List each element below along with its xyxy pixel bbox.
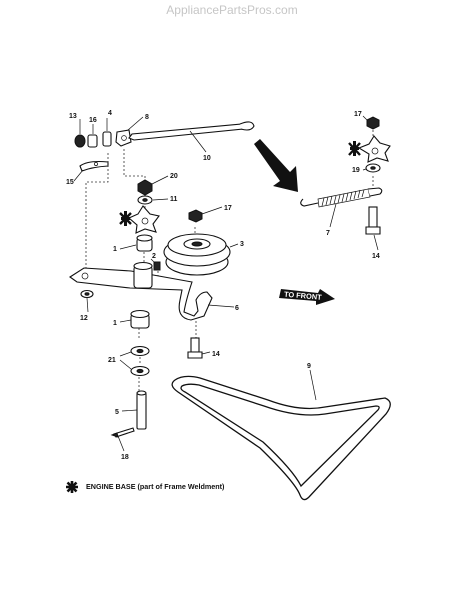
callout-2: 2 bbox=[152, 253, 156, 260]
callout-20: 20 bbox=[170, 173, 178, 180]
engine-base-mount-right bbox=[357, 135, 391, 163]
callout-17-right: 17 bbox=[354, 111, 362, 118]
part-2-fitting bbox=[153, 261, 161, 271]
part-1-bearing-lower bbox=[130, 309, 150, 329]
callout-13: 13 bbox=[69, 113, 77, 120]
callout-21: 21 bbox=[108, 357, 116, 364]
part-16-spacer bbox=[87, 134, 98, 148]
engine-base-mount-center bbox=[127, 205, 160, 234]
part-6-idler-arm bbox=[69, 261, 213, 321]
part-7-spring bbox=[300, 187, 383, 208]
asterisk-marker-right bbox=[348, 141, 361, 156]
part-5-shaft bbox=[136, 390, 147, 430]
part-11-washer bbox=[137, 195, 153, 205]
part-17-nut-center bbox=[188, 209, 203, 223]
to-front-arrow: TO FRONT bbox=[279, 289, 335, 305]
callout-3: 3 bbox=[240, 241, 244, 248]
to-front-label: TO FRONT bbox=[284, 290, 323, 302]
callout-7: 7 bbox=[326, 230, 330, 237]
part-1-bearing-upper bbox=[136, 234, 153, 252]
callout-10: 10 bbox=[203, 155, 211, 162]
callout-14-right: 14 bbox=[372, 253, 380, 260]
assembly-direction-arrow bbox=[254, 139, 298, 192]
callout-19: 19 bbox=[352, 167, 360, 174]
callout-12: 12 bbox=[80, 315, 88, 322]
callout-9: 9 bbox=[307, 363, 311, 370]
callout-6: 6 bbox=[235, 305, 239, 312]
part-19-washer bbox=[365, 163, 381, 173]
part-21-washers bbox=[130, 345, 150, 377]
callout-18: 18 bbox=[121, 454, 129, 461]
part-14-bolt-right bbox=[365, 206, 381, 235]
part-8-bracket bbox=[115, 129, 132, 147]
callout-11: 11 bbox=[170, 196, 178, 203]
callout-5: 5 bbox=[115, 409, 119, 416]
part-4-bushing bbox=[102, 131, 112, 147]
watermark: AppliancePartsPros.com bbox=[166, 3, 298, 17]
callout-15: 15 bbox=[66, 179, 74, 186]
legend-asterisk bbox=[66, 481, 78, 493]
part-18-pin bbox=[110, 427, 135, 438]
part-17-nut-right bbox=[366, 116, 380, 130]
part-13-nut bbox=[74, 134, 86, 148]
callout-1-upper: 1 bbox=[113, 246, 117, 253]
part-15-clip bbox=[79, 160, 109, 172]
asterisk-marker-center-x bbox=[119, 212, 132, 225]
callout-17-center: 17 bbox=[224, 205, 232, 212]
part-9-belt bbox=[171, 375, 391, 501]
legend-text: ENGINE BASE (part of Frame Weldment) bbox=[86, 482, 225, 491]
callout-16: 16 bbox=[89, 117, 97, 124]
callout-8: 8 bbox=[145, 114, 149, 121]
part-20-nut bbox=[137, 179, 153, 196]
part-10-rod bbox=[128, 121, 255, 141]
callout-1-lower: 1 bbox=[113, 320, 117, 327]
part-3-pulley bbox=[163, 233, 231, 276]
callout-4: 4 bbox=[108, 110, 112, 117]
part-12-washer bbox=[80, 289, 94, 299]
part-14-bolt-center bbox=[187, 337, 203, 359]
callout-14-center: 14 bbox=[212, 351, 220, 358]
